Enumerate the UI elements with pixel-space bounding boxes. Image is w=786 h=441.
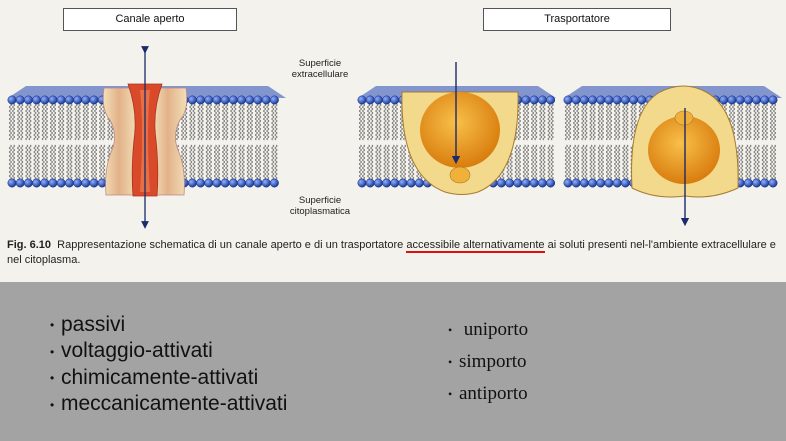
channel-types-list: •passivi •voltaggio-attivati •chimicamen… [50,312,287,418]
caption-text-end: ai soluti presenti nel-l'ambiente extrac… [7,239,776,266]
bullet-icon: • [50,344,55,359]
open-channel [102,46,188,229]
list-item: •voltaggio-attivati [50,338,287,364]
list-item: •antiporto [448,378,528,410]
cytoplasmic-surface-label: Superficie citoplasmatica [289,195,351,217]
list-item: •simporto [448,346,528,378]
membrane-diagram [7,46,782,229]
transporter-inward-open [631,85,739,227]
figure-caption: Fig. 6.10 Rappresentazione schematica di… [7,238,783,268]
list-item: •chimicamente-attivati [50,365,287,391]
bullet-icon: • [448,323,453,338]
caption-text-start: Rappresentazione schematica di un canale… [57,239,407,251]
figure-number: Fig. 6.10 [7,239,52,251]
bullet-icon: • [448,355,453,370]
caption-highlighted-phrase: accessibile alternativamente [406,239,545,253]
list-item: •passivi [50,312,287,338]
open-channel-title: Canale aperto [63,8,237,31]
transporter-title: Trasportatore [483,8,671,31]
bullet-icon: • [448,387,453,402]
list-item: • uniporto [448,314,528,346]
figure-panel: Canale aperto Trasportatore Superficie e… [0,0,786,282]
transporter-types-list: • uniporto •simporto •antiporto [448,314,528,410]
bullet-icon: • [50,371,55,386]
list-item: •meccanicamente-attivati [50,391,287,417]
bullet-icon: • [50,397,55,412]
extracellular-surface-label: Superficie extracellulare [291,58,349,80]
bullet-icon: • [50,318,55,333]
transporter-outward-open [401,62,519,195]
